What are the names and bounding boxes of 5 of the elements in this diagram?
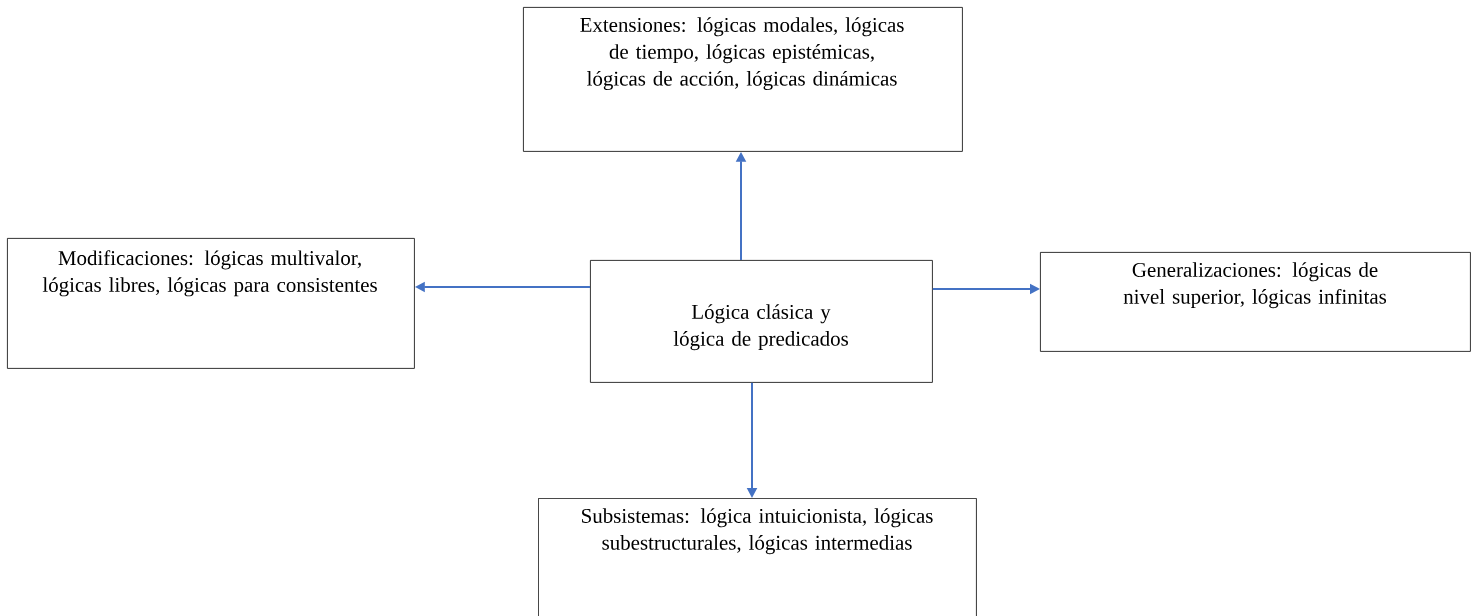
text-box: Generalizaciones: lógicas de nivel superior, lógicas infinitas [1040,252,1471,352]
text-box: Extensiones: lógicas modales, lógicas de tiempo, lógicas epistémicas, lógicas de acción, lógicas dinámicas [523,7,963,152]
text-box: Lógica clásica y lógica de predicados [590,260,933,383]
text-box: Modificaciones: lógicas multivalor, lógicas libres, lógicas para consistentes [7,238,415,369]
text-box: Subsistemas: lógica intuicionista, lógicas subestructurales, lógicas intermedias [538,498,977,616]
